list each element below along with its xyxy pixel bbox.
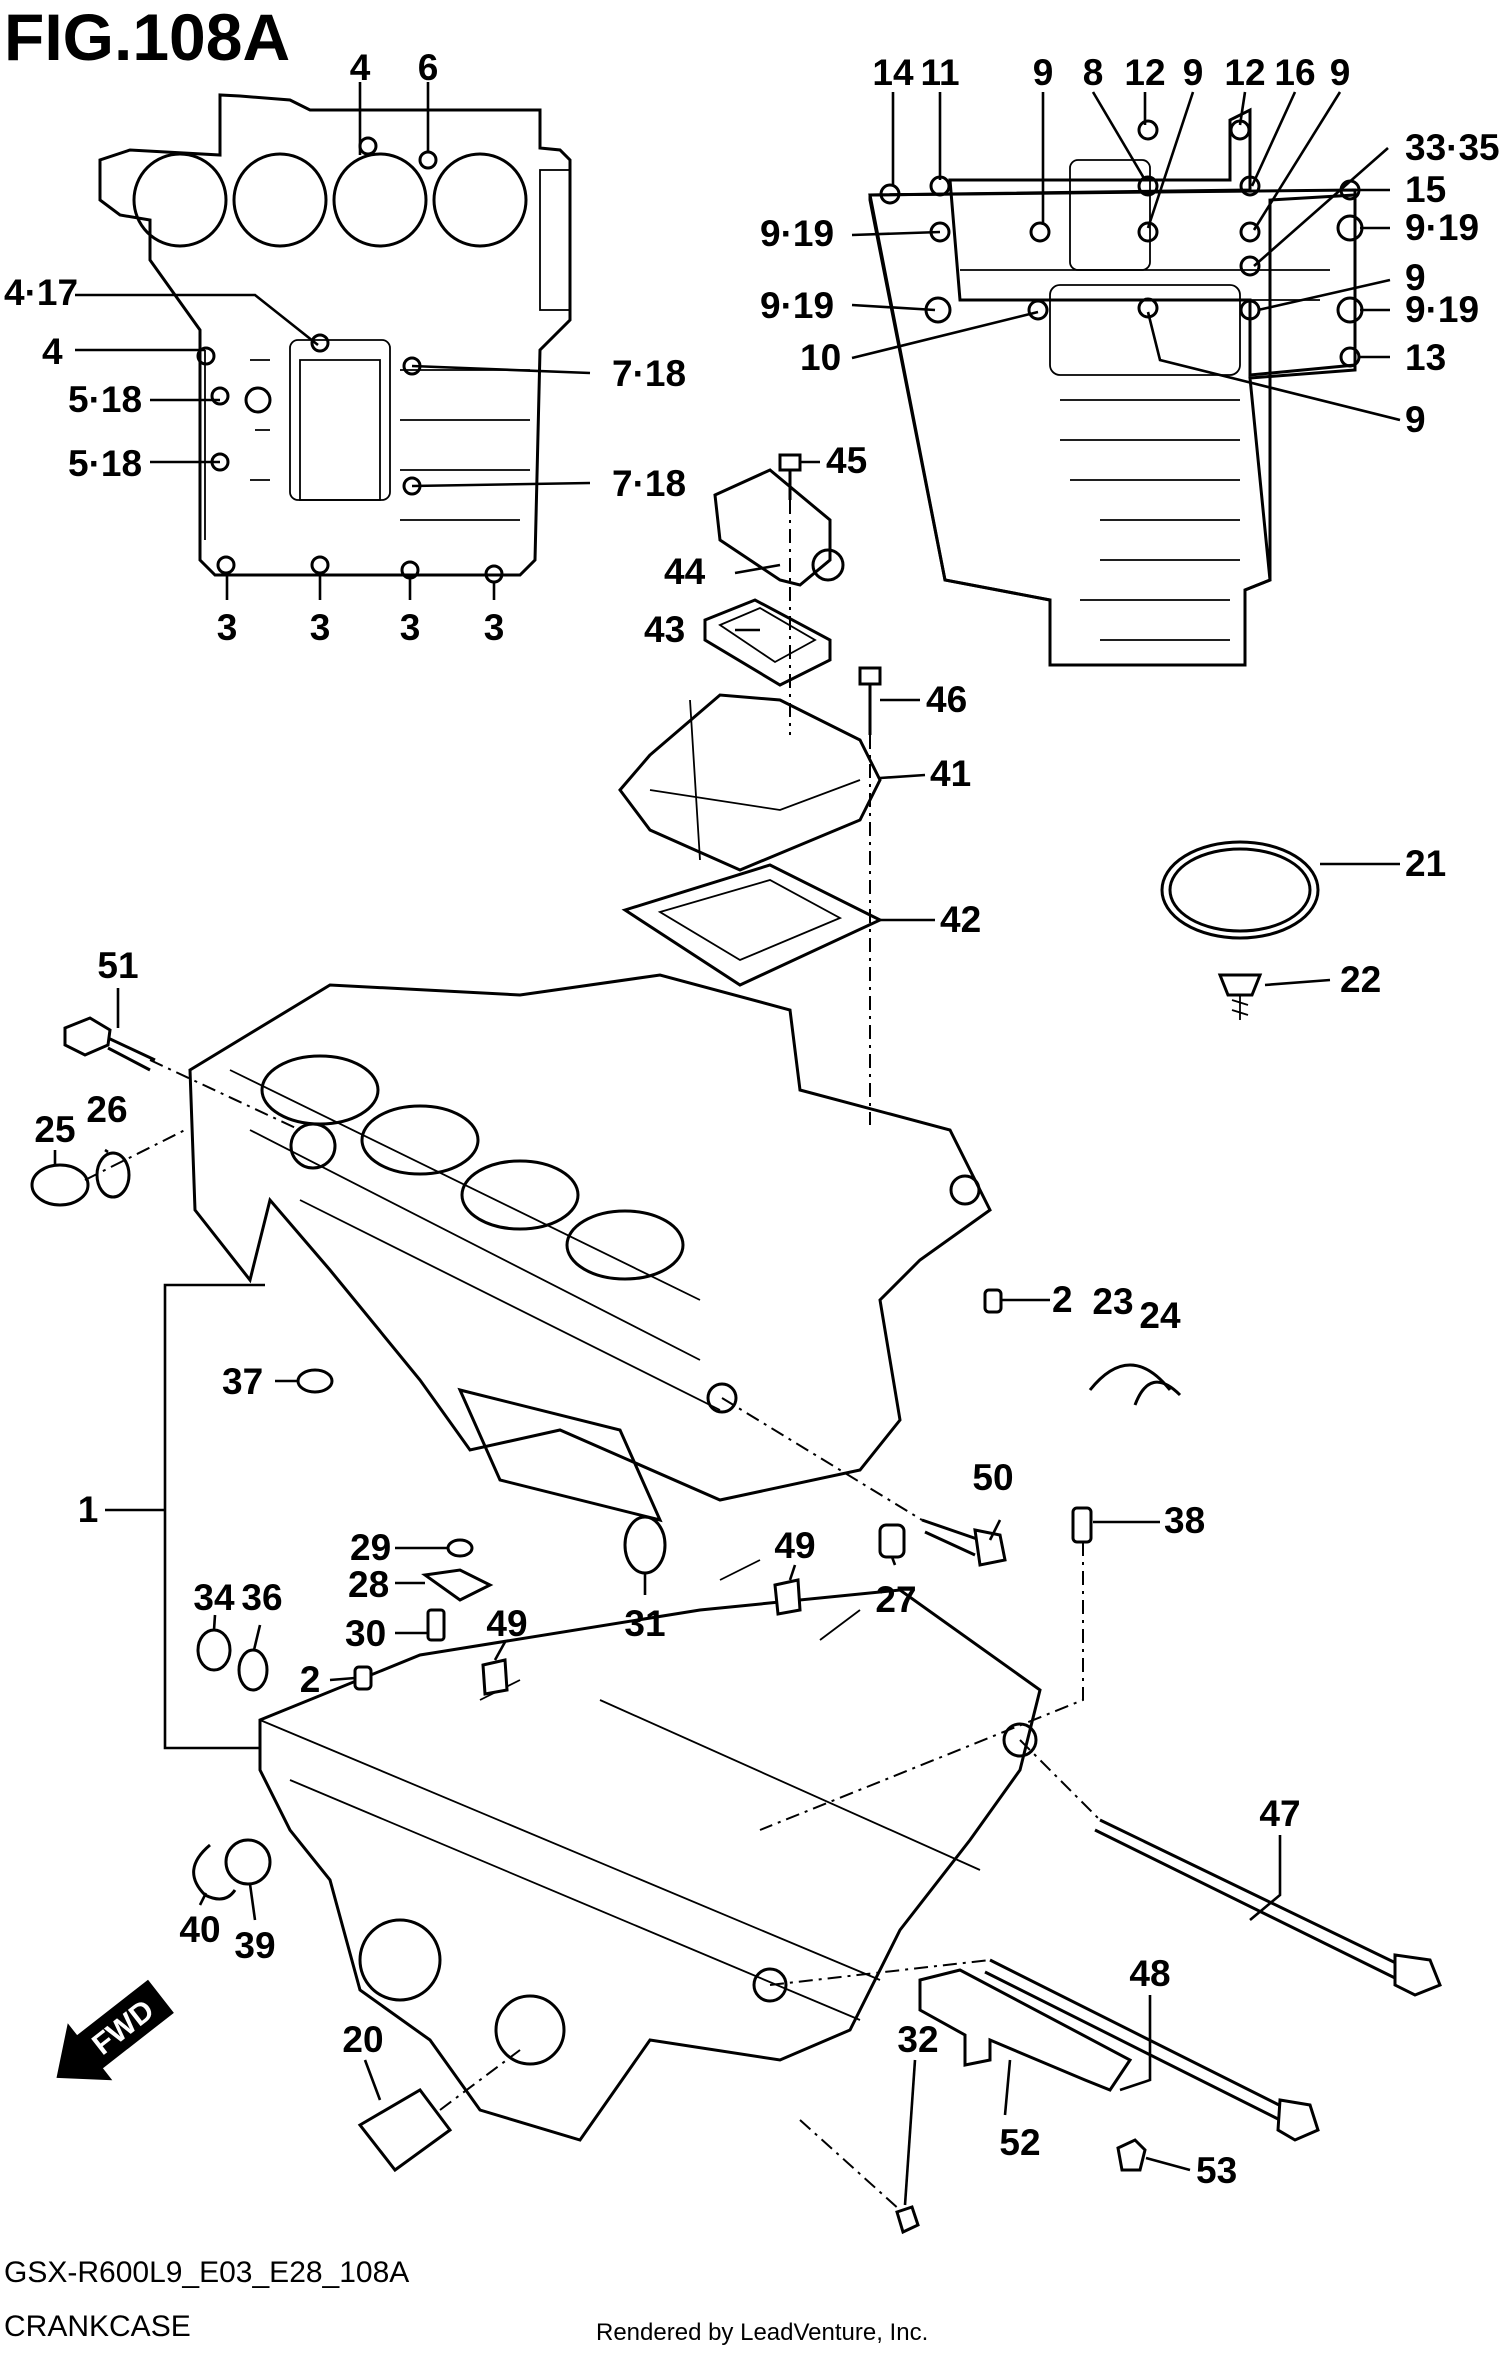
callout-labels: 4 6 4·17 4 5·18 5·18 7·18 7·18 3 3 3 3 1… bbox=[4, 47, 1500, 2191]
callout-label: 20 bbox=[342, 2019, 383, 2060]
callout-label: 15 bbox=[1405, 169, 1446, 210]
callout-label: 12 bbox=[1224, 52, 1265, 93]
callout-label: 51 bbox=[97, 945, 138, 986]
callout-label: 39 bbox=[234, 1925, 275, 1966]
callout-label: 24 bbox=[1139, 1295, 1181, 1336]
callout-label: 49 bbox=[774, 1525, 815, 1566]
model-code: GSX-R600L9_E03_E28_108A bbox=[4, 2256, 409, 2289]
callout-label: 7·18 bbox=[612, 353, 686, 394]
callout-label: 9·19 bbox=[1405, 207, 1479, 248]
callout-label: 13 bbox=[1405, 337, 1446, 378]
callout-label: 3 bbox=[217, 607, 238, 648]
callout-label: 9 bbox=[1033, 52, 1054, 93]
callout-label: 36 bbox=[241, 1577, 282, 1618]
callout-label: 33·35 bbox=[1405, 127, 1500, 168]
callout-label: 44 bbox=[664, 551, 706, 592]
callout-label: 49 bbox=[486, 1603, 527, 1644]
lower-crankcase bbox=[258, 1559, 1042, 2142]
callout-label: 43 bbox=[644, 609, 685, 650]
upper-crankcase-top-view bbox=[98, 93, 572, 584]
callout-label: 9 bbox=[1405, 257, 1426, 298]
fwd-arrow-icon bbox=[56, 1979, 174, 2081]
callout-label: 48 bbox=[1129, 1953, 1170, 1994]
figure-title: FIG.108A bbox=[4, 0, 290, 74]
forward-direction-arrow: FWD bbox=[56, 1979, 174, 2081]
callout-label: 25 bbox=[34, 1109, 75, 1150]
section-name: CRANKCASE bbox=[4, 2310, 191, 2343]
callout-label: 1 bbox=[78, 1489, 99, 1530]
callout-label: 30 bbox=[345, 1613, 386, 1654]
callout-label: 5·18 bbox=[68, 443, 142, 484]
callout-label: 46 bbox=[926, 679, 967, 720]
callout-label: 16 bbox=[1274, 52, 1315, 93]
callout-label: 8 bbox=[1083, 52, 1104, 93]
callout-label: 53 bbox=[1196, 2150, 1237, 2191]
breather-chamber-assembly bbox=[618, 453, 1320, 1020]
callout-label: 9 bbox=[1330, 52, 1351, 93]
callout-label: 27 bbox=[875, 1579, 916, 1620]
leader-lines bbox=[53, 82, 1401, 2211]
callout-label: 7·18 bbox=[612, 463, 686, 504]
small-parts bbox=[30, 1016, 1442, 2235]
callout-label: 12 bbox=[1124, 52, 1165, 93]
callout-label: 4 bbox=[350, 47, 371, 88]
callout-label: 28 bbox=[348, 1564, 389, 1605]
callout-label: 11 bbox=[920, 52, 959, 93]
callout-label: 9·19 bbox=[760, 213, 834, 254]
callout-label: 50 bbox=[972, 1457, 1013, 1498]
render-credit: Rendered by LeadVenture, Inc. bbox=[596, 2319, 928, 2346]
callout-label: 42 bbox=[940, 899, 981, 940]
callout-label: 3 bbox=[484, 607, 505, 648]
callout-label: 4 bbox=[42, 331, 63, 372]
callout-label: 5·18 bbox=[68, 379, 142, 420]
callout-label: 38 bbox=[1164, 1500, 1205, 1541]
upper-crankcase bbox=[188, 973, 992, 1523]
callout-label: 21 bbox=[1405, 843, 1446, 884]
callout-label: 45 bbox=[826, 440, 867, 481]
callout-label: 31 bbox=[624, 1603, 665, 1644]
callout-label: 9·19 bbox=[760, 285, 834, 326]
callout-label: 22 bbox=[1340, 959, 1381, 1000]
callout-label: 6 bbox=[418, 47, 439, 88]
callout-label: 23 bbox=[1092, 1281, 1133, 1322]
callout-label: 52 bbox=[999, 2122, 1040, 2163]
callout-label: 26 bbox=[86, 1089, 127, 1130]
callout-label: 10 bbox=[800, 337, 841, 378]
callout-label: 3 bbox=[310, 607, 331, 648]
callout-label: 40 bbox=[179, 1909, 220, 1950]
callout-label: 2 bbox=[1052, 1279, 1073, 1320]
callout-label: 41 bbox=[930, 753, 971, 794]
callout-label: 47 bbox=[1259, 1793, 1300, 1834]
callout-label: 37 bbox=[222, 1361, 263, 1402]
callout-label: 32 bbox=[897, 2019, 938, 2060]
callout-label: 9·19 bbox=[1405, 289, 1479, 330]
callout-label: 34 bbox=[193, 1577, 235, 1618]
callout-label: 4·17 bbox=[4, 272, 78, 313]
callout-label: 2 bbox=[300, 1659, 321, 1700]
callout-label: 29 bbox=[350, 1527, 391, 1568]
callout-label: 9 bbox=[1405, 399, 1426, 440]
callout-label: 9 bbox=[1183, 52, 1204, 93]
callout-label: 3 bbox=[400, 607, 421, 648]
callout-label: 14 bbox=[872, 52, 914, 93]
lower-crankcase-bottom-view bbox=[868, 107, 1364, 667]
